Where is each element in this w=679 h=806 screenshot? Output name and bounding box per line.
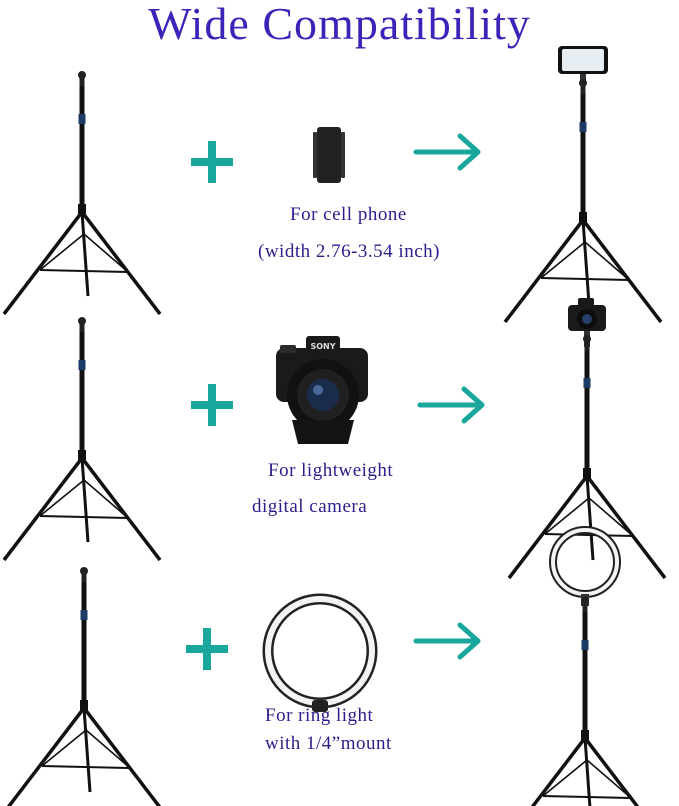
caption-ring-light-mount: with 1/4”mount (265, 733, 392, 754)
arrow-right-icon (416, 136, 478, 168)
phone-holder-icon (313, 127, 345, 183)
tripod-with-ring-light-icon (505, 526, 665, 806)
tripod-with-phone-icon (503, 46, 663, 324)
caption-cell-phone-width: (width 2.76-3.54 inch) (258, 241, 440, 262)
tripod-icon (4, 565, 164, 806)
tripod-icon (2, 69, 162, 316)
tripod-icon (2, 315, 162, 562)
plus-icon (191, 141, 233, 183)
plus-icon (191, 384, 233, 426)
camera-brand-label: SONY (310, 342, 335, 351)
caption-cell-phone: For cell phone (290, 204, 407, 225)
ring-light-icon (262, 593, 378, 712)
tripod-with-camera-icon (507, 298, 667, 580)
camera-icon: SONY (276, 336, 368, 444)
arrow-right-icon (420, 389, 482, 421)
caption-camera: For lightweight (268, 460, 394, 481)
page-title: Wide Compatibility (148, 0, 531, 49)
plus-icon (186, 628, 228, 670)
caption-ring-light: For ring light (265, 705, 374, 726)
caption-camera-type: digital camera (252, 496, 368, 517)
arrow-right-icon (416, 625, 478, 657)
